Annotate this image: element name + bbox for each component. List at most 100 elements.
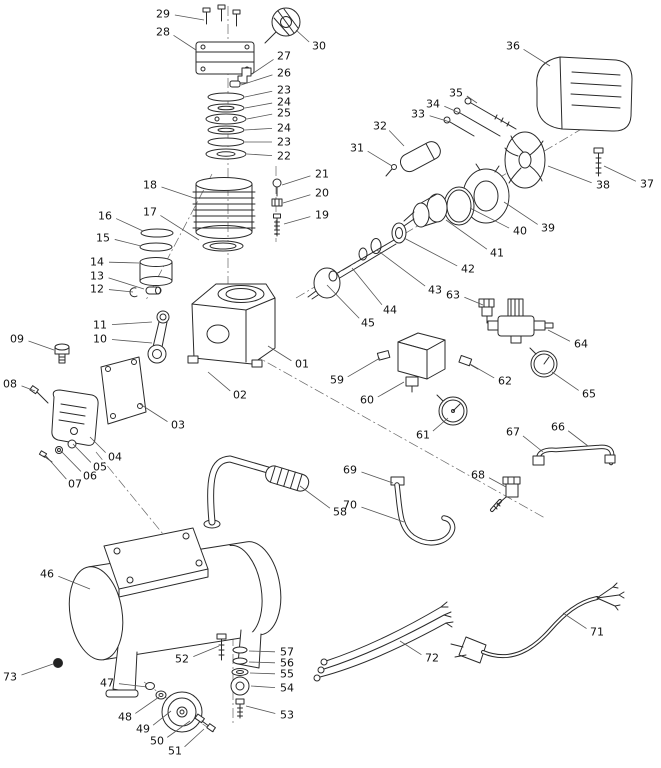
leader-line bbox=[193, 645, 220, 658]
leader-line bbox=[551, 371, 579, 391]
crankcase bbox=[187, 283, 276, 368]
part-number-label: 34 bbox=[426, 98, 440, 111]
leader-line bbox=[399, 640, 422, 656]
part-number-label: 48 bbox=[118, 711, 132, 724]
part-number-label: 61 bbox=[416, 429, 430, 442]
part-number-label: 53 bbox=[280, 709, 294, 722]
part-number-label: 32 bbox=[373, 120, 387, 133]
leader-line bbox=[299, 485, 331, 509]
bearing bbox=[391, 222, 407, 244]
leader-line bbox=[114, 239, 142, 247]
leader-line bbox=[244, 127, 273, 131]
part-number-label: 02 bbox=[233, 389, 247, 402]
leader-line bbox=[28, 340, 55, 351]
leader-line bbox=[464, 296, 484, 306]
leader-line bbox=[469, 363, 495, 379]
leader-line bbox=[432, 417, 449, 432]
part-number-label: 35 bbox=[449, 87, 463, 100]
part-number-label: 39 bbox=[541, 222, 555, 235]
part-number-label: 29 bbox=[156, 8, 170, 21]
part-number-label: 37 bbox=[640, 178, 654, 191]
bolt-08 bbox=[29, 385, 49, 404]
part-number-label: 71 bbox=[590, 626, 604, 639]
part-number-label: 01 bbox=[295, 358, 309, 371]
part-number-label: 24 bbox=[277, 122, 291, 135]
leader-line bbox=[139, 403, 168, 422]
part-number-label: 66 bbox=[551, 421, 565, 434]
side-plate bbox=[100, 356, 147, 425]
capacitor bbox=[399, 141, 441, 173]
leader-line bbox=[429, 115, 451, 123]
part-number-label: 14 bbox=[90, 256, 104, 269]
leader-line bbox=[547, 329, 571, 342]
leader-line bbox=[248, 650, 276, 653]
part-number-label: 65 bbox=[582, 388, 596, 401]
leader-line bbox=[58, 575, 91, 590]
part-number-label: 38 bbox=[596, 179, 610, 192]
leader-line bbox=[522, 435, 544, 453]
rubber-foot bbox=[53, 658, 63, 668]
motor-through-bolts bbox=[443, 97, 517, 137]
tank-inlet-fitting bbox=[490, 476, 521, 512]
leader-line bbox=[108, 261, 140, 264]
part-number-label: 08 bbox=[3, 378, 17, 391]
head-bolts bbox=[202, 4, 241, 27]
part-number-label: 09 bbox=[10, 333, 24, 346]
leader-line bbox=[21, 663, 54, 676]
leader-line bbox=[403, 237, 458, 267]
part-number-label: 05 bbox=[93, 461, 107, 474]
leader-line bbox=[567, 430, 589, 447]
crankshaft bbox=[307, 239, 397, 300]
motor-rotor bbox=[403, 193, 448, 228]
cooling-fan bbox=[504, 131, 546, 189]
part-number-label: 06 bbox=[83, 470, 97, 483]
part-number-label: 28 bbox=[156, 26, 170, 39]
part-number-label: 40 bbox=[513, 225, 527, 238]
part-number-label: 62 bbox=[498, 375, 512, 388]
part-number-label: 68 bbox=[471, 469, 485, 482]
cylinder-gasket bbox=[202, 240, 244, 252]
wheel-assembly bbox=[145, 682, 216, 733]
part-number-label: 41 bbox=[490, 247, 504, 260]
leader-line bbox=[207, 371, 231, 392]
leader-line bbox=[361, 506, 405, 523]
part-number-label: 73 bbox=[3, 671, 17, 684]
part-number-label: 55 bbox=[280, 668, 294, 681]
leader-line bbox=[89, 436, 106, 453]
part-number-label: 45 bbox=[361, 317, 375, 330]
part-number-label: 15 bbox=[96, 232, 110, 245]
part-number-label: 27 bbox=[277, 50, 291, 63]
part-number-label: 72 bbox=[425, 652, 439, 665]
leader-line bbox=[72, 443, 92, 463]
leader-line bbox=[347, 357, 381, 378]
leader-line bbox=[249, 672, 276, 675]
part-number-label: 21 bbox=[315, 168, 329, 181]
leader-line bbox=[444, 105, 463, 115]
part-number-callouts: 2928302726232425242322363534333231212019… bbox=[3, 8, 654, 758]
valve-plate-stack bbox=[205, 80, 247, 160]
cylinder-head bbox=[195, 41, 255, 75]
leader-line bbox=[376, 249, 426, 287]
leader-line bbox=[118, 683, 148, 688]
part-number-label: 20 bbox=[315, 187, 329, 200]
part-number-label: 59 bbox=[330, 374, 344, 387]
power-cord bbox=[450, 582, 625, 664]
leader-line bbox=[547, 165, 592, 184]
piston-rings bbox=[139, 228, 174, 252]
end-cover-assembly bbox=[38, 389, 99, 463]
exhaust-tube bbox=[390, 476, 456, 546]
part-number-label: 70 bbox=[343, 499, 357, 512]
leader-line bbox=[282, 194, 311, 204]
piston bbox=[139, 257, 173, 286]
leader-line bbox=[603, 165, 637, 182]
leader-line bbox=[367, 150, 393, 167]
leader-line bbox=[240, 74, 273, 86]
leader-line bbox=[174, 14, 205, 21]
mounting-platform bbox=[103, 527, 209, 598]
part-number-label: 23 bbox=[277, 136, 291, 149]
check-valve bbox=[478, 298, 495, 324]
leader-line bbox=[135, 696, 160, 714]
part-number-label: 31 bbox=[350, 142, 364, 155]
part-number-label: 17 bbox=[143, 206, 157, 219]
